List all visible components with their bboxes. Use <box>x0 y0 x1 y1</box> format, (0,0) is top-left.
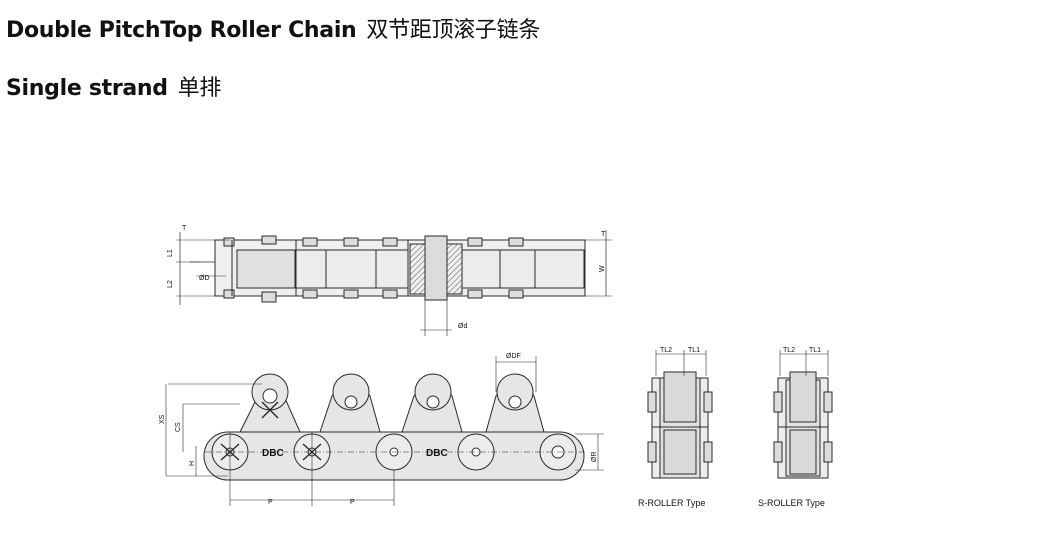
page-subtitle: Single strand 单排 <box>6 70 221 102</box>
pin-head-bottom-1 <box>223 289 235 299</box>
top-view-roller-mid <box>295 249 409 289</box>
subtitle-chinese: 单排 <box>177 76 222 101</box>
title-english: Double PitchTop Roller Chain <box>6 18 357 43</box>
pin-head-bottom-5 <box>382 289 398 299</box>
top-view-drawing <box>176 230 612 336</box>
plate-label-dbc-1: DBC <box>262 448 284 459</box>
pin-head-top-5 <box>382 237 398 247</box>
pin-head-top-3 <box>302 237 318 247</box>
pin-head-top-2 <box>261 235 277 245</box>
top-view-roller-left <box>236 249 296 289</box>
top-view-dim-labels: T L1 L2 ØD W T Ød <box>167 225 606 330</box>
r-roller-caption: R-ROLLER Type <box>638 498 705 508</box>
dim-h-label: H <box>189 461 196 466</box>
top-roller-hole-1 <box>262 388 278 404</box>
r-roller-tl1-label: TL1 <box>688 347 700 354</box>
top-roller-hole-2 <box>344 395 358 409</box>
dim-w-label: W <box>599 265 606 272</box>
dim-t-right-label: T <box>601 231 606 238</box>
s-roller-tl2-label: TL2 <box>783 347 795 354</box>
pin-head-bottom-3 <box>302 289 318 299</box>
pin-head-bottom-2 <box>261 291 277 303</box>
dim-p-label-2: P <box>350 499 355 506</box>
top-roller-2 <box>332 373 370 411</box>
r-roller-detail <box>647 350 713 479</box>
dim-p-label-1: P <box>268 499 273 506</box>
dim-d-label: ØD <box>199 275 210 282</box>
dim-cs-label: CS <box>175 422 182 432</box>
top-view-roller-right <box>461 249 585 289</box>
dim-xs-label: XS <box>159 414 166 424</box>
dim-l2-label: L2 <box>167 280 174 288</box>
subtitle-english: Single strand <box>6 76 168 101</box>
side-view-dim-labels: XS CS H P P ØDF ØR DBC DBC <box>159 353 598 506</box>
page-title: Double PitchTop Roller Chain 双节距顶滚子链条 <box>6 12 540 44</box>
top-roller-hole-3 <box>426 395 440 409</box>
pin-head-bottom-6 <box>467 289 483 299</box>
dim-dd-label: Ød <box>458 323 467 330</box>
pin-head-bottom-7 <box>508 289 524 299</box>
s-roller-detail <box>773 350 833 479</box>
pin-head-top-7 <box>508 237 524 247</box>
dim-l1-label: L1 <box>167 249 174 257</box>
pin-head-top-6 <box>467 237 483 247</box>
s-roller-labels: TL2 TL1 S-ROLLER Type <box>758 347 825 508</box>
r-roller-labels: TL2 TL1 R-ROLLER Type <box>638 347 705 508</box>
s-roller-caption: S-ROLLER Type <box>758 498 825 508</box>
r-roller-tl2-label: TL2 <box>660 347 672 354</box>
top-roller-3 <box>414 373 452 411</box>
cotter-pin-top <box>261 401 279 419</box>
pin-head-bottom-4 <box>343 289 359 299</box>
pin-head-top-1 <box>223 237 235 247</box>
title-chinese: 双节距顶滚子链条 <box>366 18 541 43</box>
pin-head-top-4 <box>343 237 359 247</box>
top-view-pin-section <box>424 235 448 301</box>
plate-label-dbc-2: DBC <box>426 448 448 459</box>
side-view-drawing <box>165 356 604 506</box>
dim-df-label: ØDF <box>506 353 521 360</box>
top-roller-4 <box>496 373 534 411</box>
dim-t-label: T <box>182 225 187 232</box>
dim-r-label: ØR <box>591 452 598 463</box>
top-roller-hole-4 <box>508 395 522 409</box>
s-roller-tl1-label: TL1 <box>809 347 821 354</box>
